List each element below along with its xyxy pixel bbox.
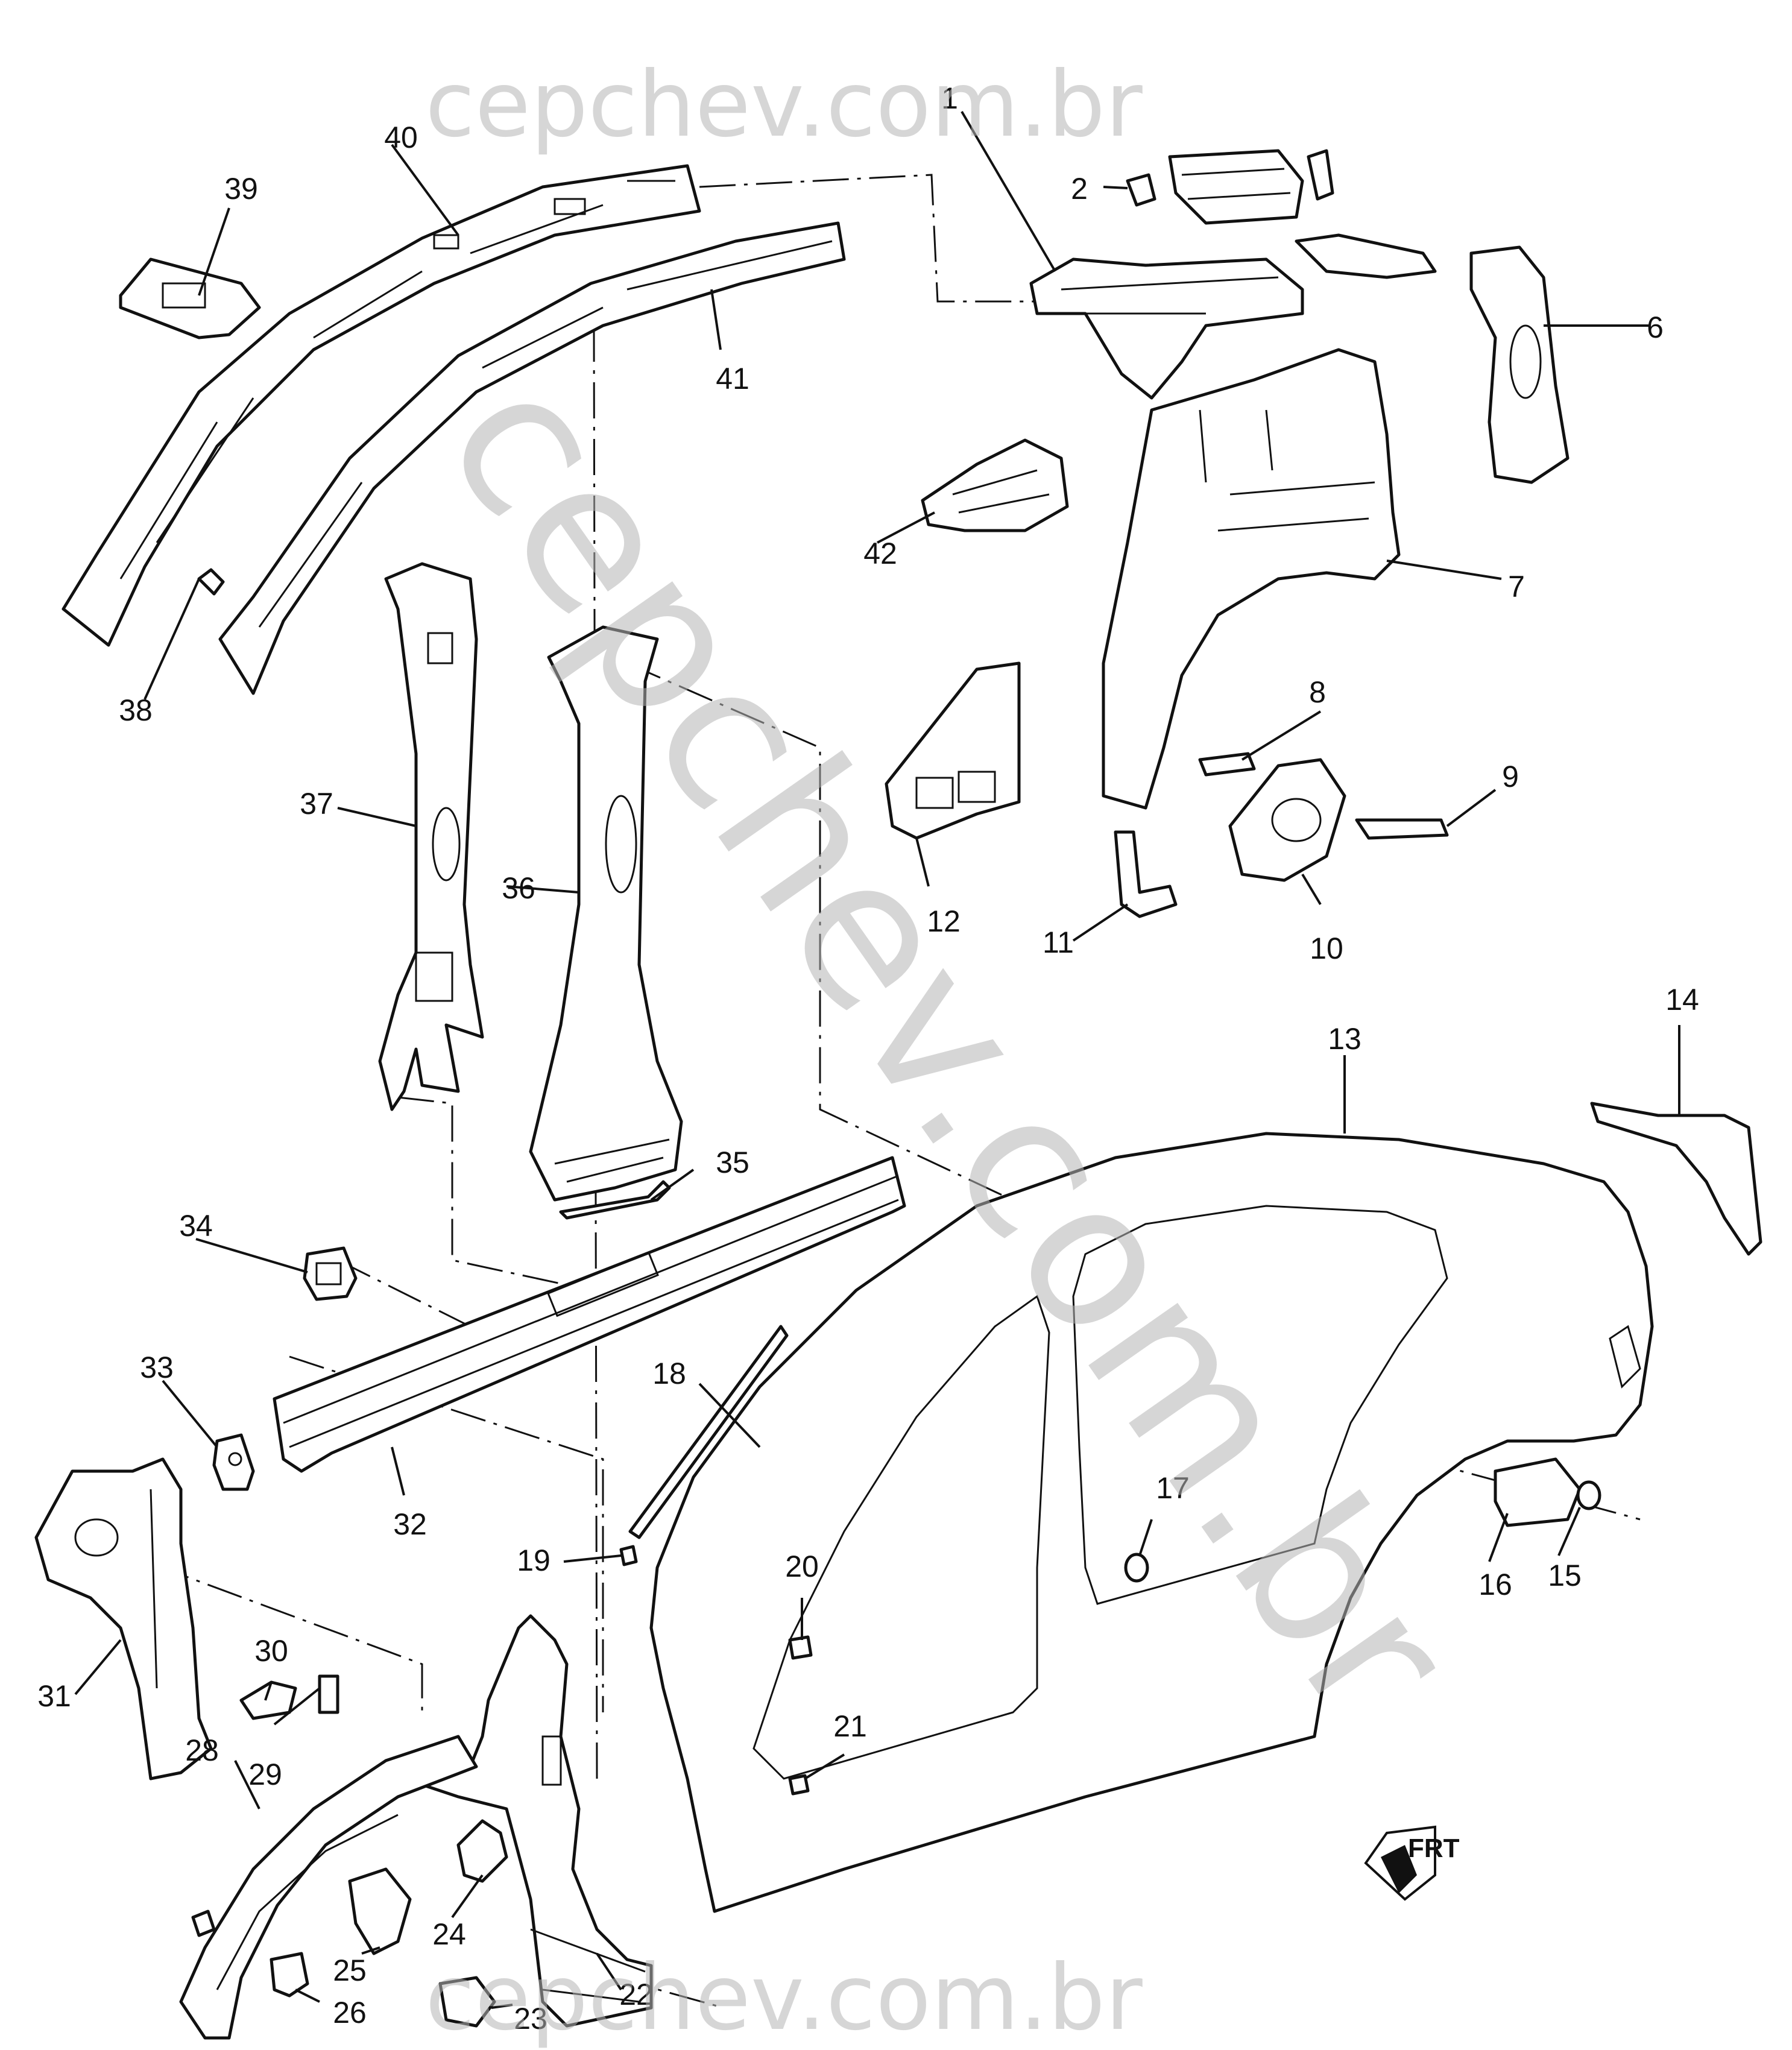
callout-33: 33: [140, 1351, 174, 1384]
part-27-clip: [191, 1910, 216, 1937]
callout-14: 14: [1665, 983, 1699, 1017]
part-10-bracket: [1228, 758, 1346, 882]
callout-24: 24: [432, 1917, 466, 1951]
part-32-rocker: [273, 1156, 906, 1473]
part-39-bracket: [119, 257, 261, 339]
callout-18: 18: [652, 1357, 686, 1390]
callout-16: 16: [1478, 1568, 1512, 1601]
part-38-clip: [197, 568, 225, 596]
callout-22: 22: [619, 1978, 653, 2011]
watermark-bottom: cepchev.com.br: [425, 1946, 1143, 2050]
callout-32: 32: [393, 1507, 427, 1541]
part-36-b-pillar-inner: [529, 625, 683, 1202]
callout-41: 41: [716, 362, 749, 396]
callout-26: 26: [333, 1996, 367, 2030]
part-18-seal-strip: [628, 1325, 789, 1539]
part-33-bracket: [212, 1433, 255, 1491]
callout-42: 42: [863, 537, 897, 570]
callout-1: 1: [941, 81, 958, 115]
callout-29: 29: [248, 1758, 282, 1791]
part-16-bracket: [1494, 1457, 1582, 1527]
callout-40: 40: [384, 121, 418, 154]
part-7-rear-wheelhouse-inner: [1102, 348, 1401, 810]
callout-30: 30: [254, 1634, 288, 1668]
callout-39: 39: [224, 172, 258, 206]
part-40-roof-rail: [62, 164, 701, 647]
callout-20: 20: [785, 1550, 819, 1583]
part-upper-clip: [1307, 149, 1334, 201]
part-17-plug: [1124, 1553, 1149, 1583]
callout-37: 37: [300, 787, 333, 821]
part-29-plate: [318, 1674, 339, 1714]
callout-6: 6: [1647, 311, 1664, 344]
part-11-bracket: [1114, 830, 1178, 918]
part-19-clip: [619, 1545, 638, 1566]
part-rail-bracket: [1295, 233, 1437, 279]
part-14-rear-bracket: [1590, 1102, 1762, 1256]
callout-17: 17: [1156, 1471, 1190, 1505]
part-42-bracket: [921, 438, 1069, 532]
part-23-bracket: [438, 1976, 496, 2028]
part-34-bracket: [303, 1246, 358, 1301]
callout-12: 12: [927, 904, 961, 938]
leader-lines: [74, 110, 1680, 2009]
part-35-strip: [559, 1180, 671, 1220]
part-2-bracket: [1126, 173, 1156, 207]
callout-labels: 1 2 6 7 8 9 10 11 12 13 14 15 16 17 18 1…: [37, 81, 1699, 2036]
part-30-bracket: [239, 1680, 297, 1720]
part-upper-bracket: [1168, 149, 1304, 225]
part-8-bracket: [1198, 752, 1256, 777]
part-1-rear-upper-panel: [1029, 257, 1304, 400]
part-21-clip: [788, 1774, 810, 1796]
callout-28: 28: [185, 1733, 219, 1767]
part-24-bracket: [456, 1819, 508, 1883]
callout-2: 2: [1071, 172, 1088, 206]
part-20-clip: [788, 1635, 813, 1660]
part-41-roof-rail-inner: [218, 221, 846, 695]
callout-25: 25: [333, 1954, 367, 1987]
callout-9: 9: [1502, 760, 1519, 793]
callout-11: 11: [1043, 926, 1074, 959]
part-28-front-wheelhouse: [179, 1735, 478, 2040]
callout-38: 38: [119, 693, 153, 727]
part-25-bracket: [348, 1867, 412, 1955]
frt-label: FRT: [1408, 1834, 1460, 1863]
front-arrow-icon: [1364, 1825, 1436, 1901]
part-9-bracket: [1355, 818, 1449, 840]
callout-35: 35: [716, 1146, 749, 1179]
front-orientation-badge: FRT: [1364, 1825, 1460, 1901]
callout-13: 13: [1328, 1022, 1361, 1056]
callout-34: 34: [179, 1209, 213, 1243]
callout-10: 10: [1310, 932, 1343, 965]
callout-31: 31: [37, 1679, 71, 1713]
part-37-pillar-reinforcement: [378, 562, 484, 1111]
part-26-bracket: [270, 1952, 309, 1998]
callout-7: 7: [1508, 570, 1525, 604]
part-31-hinge-pillar: [34, 1457, 213, 1780]
part-15-grommet: [1576, 1480, 1601, 1510]
callout-15: 15: [1548, 1559, 1582, 1592]
part-6-d-pillar: [1469, 245, 1570, 484]
callout-23: 23: [514, 2002, 547, 2036]
callout-19: 19: [517, 1544, 551, 1577]
callout-8: 8: [1309, 675, 1326, 709]
part-22-hinge-pillar-assembly: [420, 1614, 653, 2028]
callout-21: 21: [833, 1709, 867, 1743]
watermark-top: cepchev.com.br: [425, 52, 1143, 157]
callout-36: 36: [502, 871, 535, 905]
part-12-panel: [885, 661, 1021, 840]
